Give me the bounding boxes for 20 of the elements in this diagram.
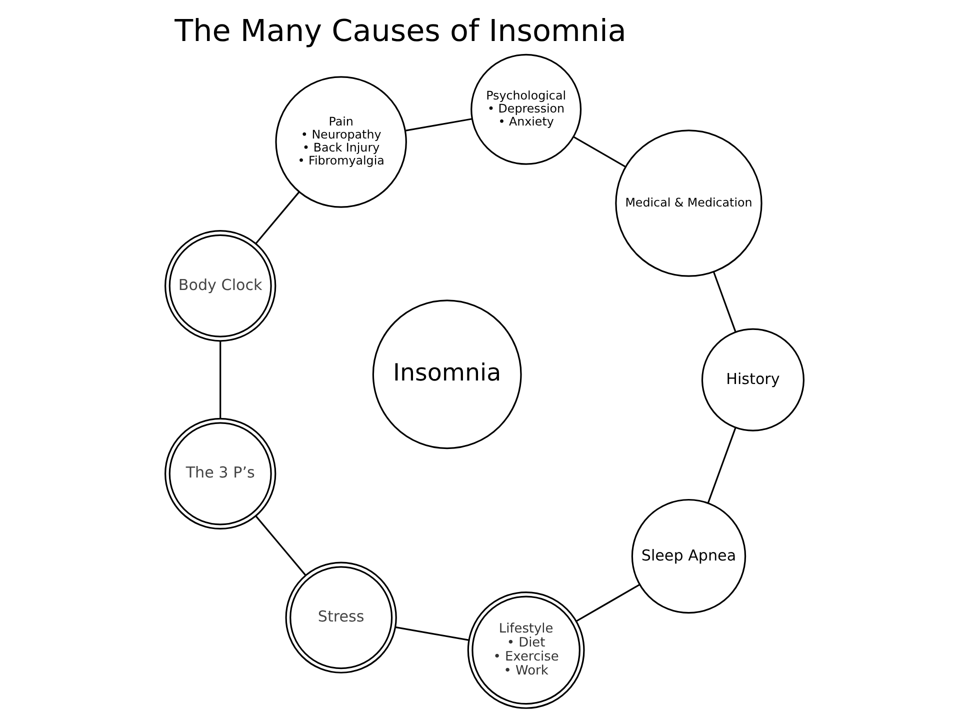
node-circle: Medical & Medication: [614, 130, 762, 277]
node-circle: Psychological • Depression • Anxiety: [470, 54, 582, 165]
connector: [706, 427, 736, 504]
connector: [254, 192, 300, 244]
connector: [254, 516, 306, 576]
node-circle: History: [700, 328, 804, 432]
node-circle: Body Clock: [164, 230, 276, 342]
node-circle: Sleep Apnea: [630, 498, 746, 614]
connector: [576, 584, 640, 622]
node-circle: The 3 P’s: [164, 418, 276, 530]
node-circle: Insomnia: [372, 300, 522, 450]
node-circle: Stress: [284, 562, 396, 674]
connector: [712, 271, 736, 332]
connector: [405, 118, 472, 132]
diagram-title: The Many Causes of Insomnia: [174, 14, 626, 50]
connector: [572, 136, 626, 168]
connector: [219, 341, 221, 418]
connector: [394, 626, 468, 641]
node-circle: Lifestyle • Diet • Exercise • Work: [466, 592, 584, 709]
node-circle: Pain • Neuropathy • Back Injury • Fibromyalgia: [274, 76, 406, 208]
